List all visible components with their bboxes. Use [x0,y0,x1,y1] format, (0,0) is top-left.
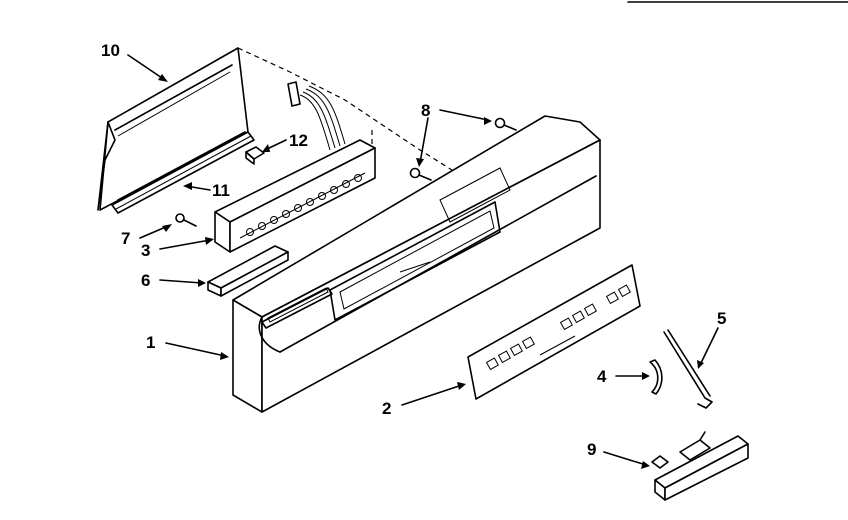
callout-12: 12 [289,131,308,150]
callout-11: 11 [212,181,230,200]
part-7-screw [175,213,197,227]
callout-3: 3 [141,241,150,260]
part-9-latch [651,431,749,501]
callout-1: 1 [146,333,155,352]
callout-labels: 10 12 11 7 3 6 1 8 2 4 5 9 [101,41,726,459]
part-2-overlay [467,264,641,400]
callout-4: 4 [597,367,607,386]
alignment-dashed-lines [237,47,461,176]
part-4-lens [649,359,663,395]
callout-9: 9 [587,440,596,459]
part-3-control-board [214,81,376,253]
callout-6: 6 [141,271,150,290]
callout-7: 7 [121,229,130,248]
leader-lines [127,54,719,469]
part-11-strip [111,131,255,214]
callout-2: 2 [382,399,391,418]
part-6-bar [207,245,289,297]
part-5-rod [663,329,713,409]
callout-10: 10 [101,41,120,60]
part-12-clip [245,146,265,165]
part-1-console [232,115,601,413]
callout-8: 8 [421,101,430,120]
callout-5: 5 [717,309,726,328]
part-8-screws [409,117,517,181]
